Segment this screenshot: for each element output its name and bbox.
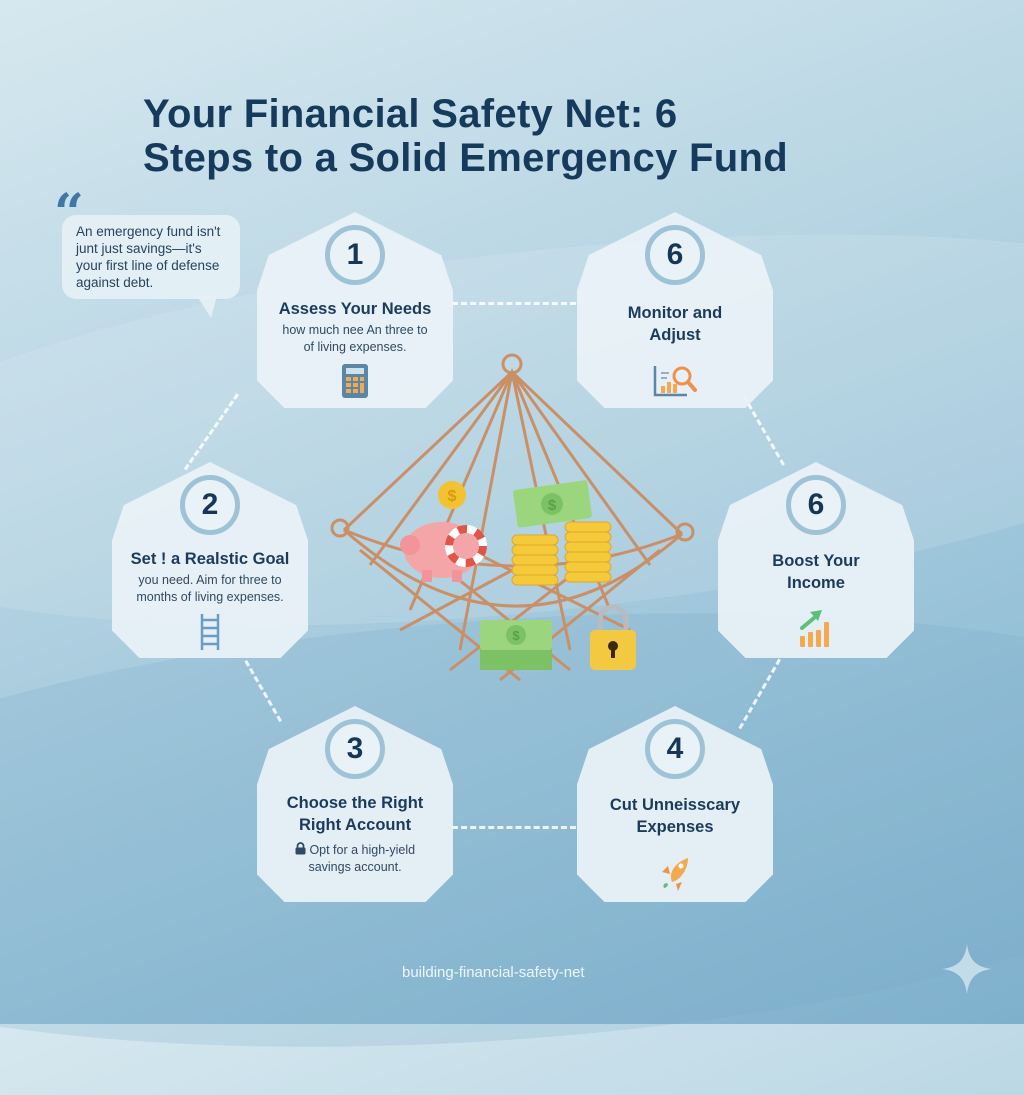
coin-stack-icon: [511, 521, 612, 586]
quote-line: your first line of defense: [76, 258, 220, 273]
title-line-1: Your Financial Safety Net: 6: [143, 92, 678, 136]
step-title: Choose the Right: [286, 794, 424, 812]
step-title: Cut Unneisscary: [609, 796, 741, 814]
chart-magnifier-icon: [653, 366, 697, 397]
cash-stack-icon: $: [480, 620, 552, 670]
step-title: Adjust: [649, 326, 701, 344]
svg-text:$: $: [512, 628, 520, 643]
svg-text:$: $: [548, 497, 557, 514]
step-card-1[interactable]: 1 Assess Your Needs how much nee An thre…: [257, 212, 453, 408]
quote-line: An emergency fund isn't: [76, 224, 221, 239]
coin-icon: $: [438, 481, 466, 509]
quote-line: against debt.: [76, 275, 154, 290]
step-desc: you need. Aim for three to: [138, 573, 282, 587]
step-card-4[interactable]: 4 Cut Unneisscary Expenses: [577, 706, 773, 902]
step-number: 4: [645, 719, 705, 779]
step-desc: months of living expenses.: [136, 590, 284, 604]
step-title: Expenses: [636, 818, 714, 836]
step-desc: of living expenses.: [303, 340, 407, 354]
step-desc: Opt for a high-yield: [263, 842, 447, 859]
step-title: Set ! a Realstic Goal: [130, 550, 290, 568]
step-card-boost[interactable]: 6 Boost Your Income: [718, 462, 914, 658]
step-title: Assess Your Needs: [278, 300, 432, 318]
step-title: Monitor and: [627, 304, 723, 322]
svg-text:$: $: [448, 488, 457, 505]
lock-icon: [295, 842, 306, 855]
growth-chart-icon: [800, 610, 829, 647]
step-card-3[interactable]: 3 Choose the Right Right Account Opt for…: [257, 706, 453, 902]
step-title: Right Account: [298, 816, 412, 834]
step-desc: savings account.: [308, 860, 402, 874]
step-number: 6: [645, 225, 705, 285]
step-card-monitor[interactable]: 6 Monitor and Adjust: [577, 212, 773, 408]
rocket-icon: [662, 858, 688, 891]
step-title: Boost Your: [772, 552, 860, 570]
step-number: 6: [786, 475, 846, 535]
quote-line: junt just savings—it's: [76, 241, 202, 256]
footer-label: building-financial-safety-net: [402, 964, 585, 981]
step-number: 3: [325, 719, 385, 779]
cash-bill-icon: $: [513, 480, 592, 528]
calculator-icon: [342, 364, 368, 398]
step-desc-text: Opt for a high-yield: [309, 843, 416, 857]
quote-bubble-tail: [197, 296, 217, 318]
step-desc: how much nee An three to: [282, 323, 428, 337]
padlock-icon: [590, 604, 636, 670]
step-number: 1: [325, 225, 385, 285]
page-title: Your Financial Safety Net: 6 Steps to a …: [143, 92, 903, 180]
piggy-bank-icon: [400, 522, 487, 582]
connector-1-6: [452, 302, 576, 305]
quote-bubble: An emergency fund isn't junt just saving…: [62, 215, 240, 299]
step-number: 2: [180, 475, 240, 535]
step-title: Income: [787, 574, 845, 592]
connector-3-4: [452, 826, 576, 829]
ladder-icon: [200, 614, 220, 650]
sparkle-icon: [942, 944, 992, 994]
safety-net-illustration: $ $ $: [330, 353, 695, 682]
title-line-2: Steps to a Solid Emergency Fund: [143, 136, 788, 180]
